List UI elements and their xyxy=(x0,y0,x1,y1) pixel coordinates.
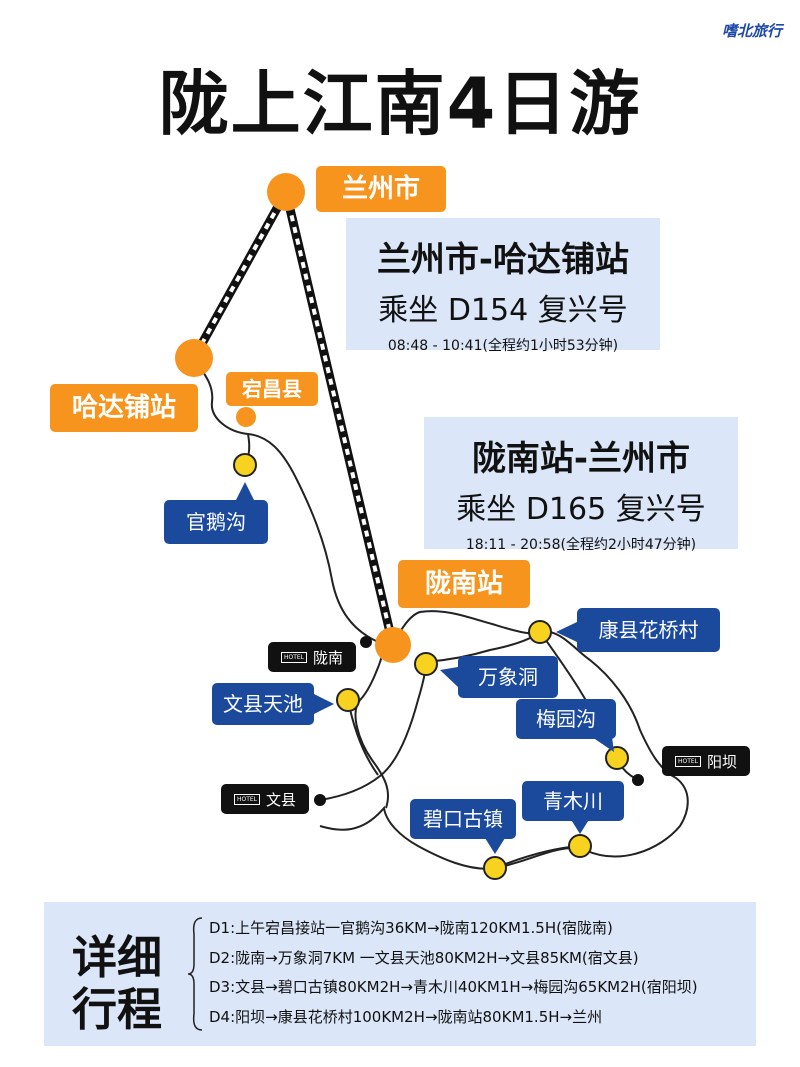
train-number: 乘坐 D165 复兴号 xyxy=(456,492,706,527)
train-number: 乘坐 D154 复兴号 xyxy=(378,293,628,328)
hotel-longnan-dot xyxy=(360,636,372,648)
dangchang-dot xyxy=(236,407,256,427)
label-hadapu: 哈达铺站 xyxy=(50,384,198,432)
pointer-bikou xyxy=(485,838,505,854)
label-tianchi: 文县天池 xyxy=(212,683,314,725)
itinerary-panel: 详细行程 D1:上午宕昌接站一官鹅沟36KM→陇南120KM1.5H(宿陇南) … xyxy=(44,902,756,1046)
wanxiang-dot xyxy=(414,652,438,676)
road-hadapu-dangchang xyxy=(193,357,379,643)
lanzhou-station-dot xyxy=(267,173,305,211)
train-info-return: 陇南站-兰州市 乘坐 D165 复兴号 18:11 - 20:58(全程约2小时… xyxy=(424,417,738,553)
hotel-yangba: HOTEL 阳坝 xyxy=(662,746,750,776)
label-guanegou: 官鹅沟 xyxy=(164,500,268,544)
qingmu-dot xyxy=(568,834,592,858)
hotel-icon: HOTEL xyxy=(280,651,308,663)
hotel-icon: HOTEL xyxy=(674,755,702,767)
pointer-kangxian xyxy=(556,622,577,642)
label-longnan-station: 陇南站 xyxy=(398,560,530,608)
bikou-dot xyxy=(483,856,507,880)
pointer-meiyuan xyxy=(592,737,614,752)
road-wanxiang xyxy=(425,631,541,663)
label-lanzhou: 兰州市 xyxy=(316,166,446,212)
hotel-wenxian-dot xyxy=(314,794,326,806)
hadapu-station-dot xyxy=(175,339,213,377)
train-time: 08:48 - 10:41(全程约1小时53分钟) xyxy=(387,338,619,354)
hotel-wenxian: HOTEL 文县 xyxy=(221,784,309,814)
meiyuan-dot xyxy=(605,746,629,770)
kangxian-dot xyxy=(528,620,552,644)
hotel-yangba-dot xyxy=(632,774,644,786)
road-wenxian xyxy=(319,661,427,801)
train-route: 陇南站-兰州市 xyxy=(471,439,691,479)
hotel-label: 文县 xyxy=(266,790,297,809)
train-route: 兰州市-哈达铺站 xyxy=(376,240,630,280)
logo-text: 嗜北旅行 xyxy=(722,22,783,40)
day-2: D2:陇南→万象洞7KM 一文县天池80KM2H→文县85KM(宿文县) xyxy=(209,948,639,967)
label-bikou: 碧口古镇 xyxy=(410,799,516,839)
brace-icon xyxy=(187,917,203,1031)
day-3: D3:文县→碧口古镇80KM2H→青木川40KM1H→梅园沟65KM2H(宿阳坝… xyxy=(209,978,698,996)
longnan-station-dot xyxy=(375,627,411,663)
pointer-wanxiang xyxy=(440,667,458,687)
label-kangxian: 康县花桥村 xyxy=(577,608,720,652)
train-time: 18:11 - 20:58(全程约2小时47分钟) xyxy=(465,537,697,553)
hotel-label: 阳坝 xyxy=(707,752,738,771)
train-info-outbound: 兰州市-哈达铺站 乘坐 D154 复兴号 08:48 - 10:41(全程约1小… xyxy=(346,218,660,354)
road-longnan-south xyxy=(354,645,390,809)
brand-logo: 嗜北旅行 xyxy=(722,14,788,48)
pointer-qingmu xyxy=(570,818,590,834)
pointer-tianchi xyxy=(314,694,334,714)
guanegou-dot xyxy=(233,453,257,477)
day-1: D1:上午宕昌接站一官鹅沟36KM→陇南120KM1.5H(宿陇南) xyxy=(209,919,613,937)
page-title: 陇上江南4日游 xyxy=(158,63,642,145)
tianchi-dot xyxy=(336,688,360,712)
hotel-icon: HOTEL xyxy=(233,793,261,805)
label-qingmu: 青木川 xyxy=(522,781,624,821)
label-wanxiang: 万象洞 xyxy=(458,656,558,698)
day-4: D4:阳坝→康县花桥村100KM2H→陇南站80KM1.5H→兰州 xyxy=(209,1007,603,1026)
pointer-guanegou xyxy=(236,482,254,500)
railway-lines xyxy=(190,189,398,647)
hotel-longnan: HOTEL 陇南 xyxy=(268,642,356,672)
label-dangchang: 宕昌县 xyxy=(226,372,318,406)
label-meiyuan: 梅园沟 xyxy=(516,699,616,739)
road-tianchi xyxy=(347,699,379,776)
itinerary-days: D1:上午宕昌接站一官鹅沟36KM→陇南120KM1.5H(宿陇南) D2:陇南… xyxy=(209,914,698,1032)
road-loop-outer xyxy=(319,610,689,870)
hotel-label: 陇南 xyxy=(313,648,344,667)
itinerary-title: 详细行程 xyxy=(72,931,163,1036)
